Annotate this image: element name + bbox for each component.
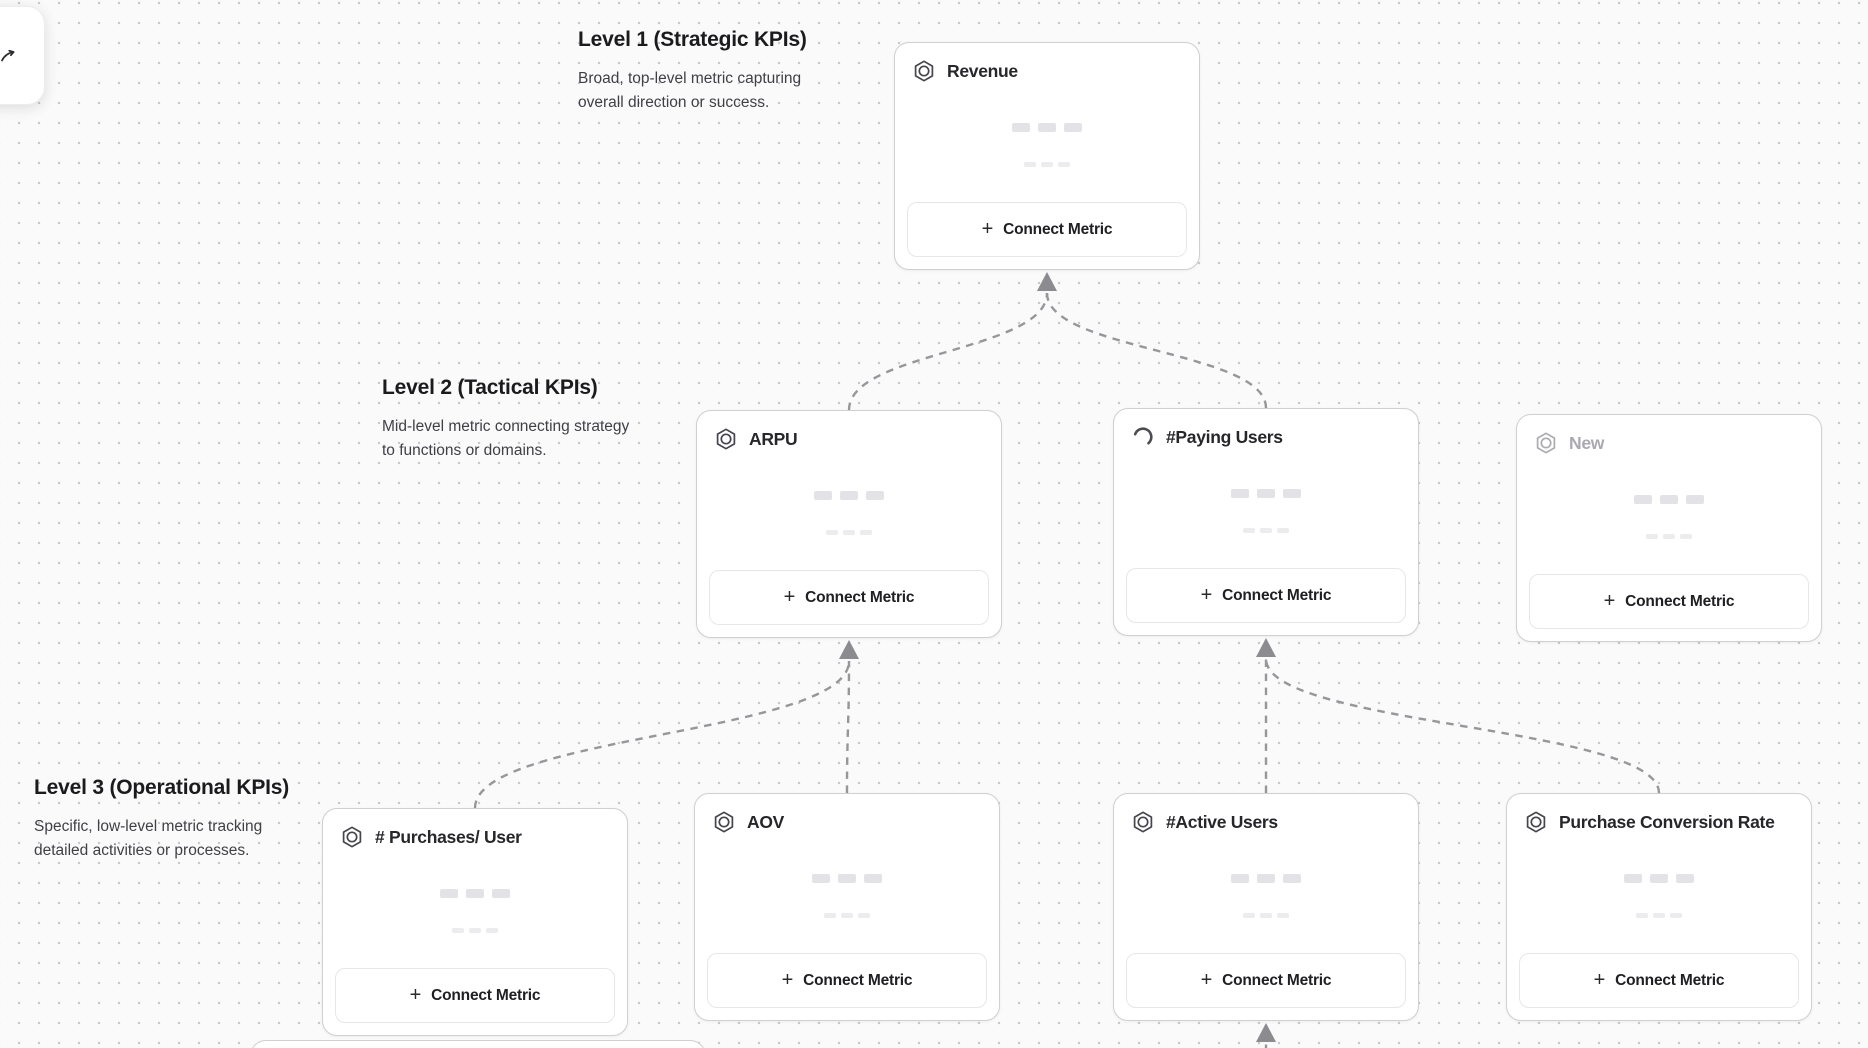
kpi-card-header: #Paying Users <box>1114 409 1418 449</box>
plus-icon: + <box>783 585 796 608</box>
kpi-card-title: New <box>1569 432 1605 453</box>
level-2-label: Level 2 (Tactical KPIs) Mid-level metric… <box>382 376 642 463</box>
kpi-card-purchases-per-user[interactable]: # Purchases/ User + Connect Metric <box>322 808 628 1036</box>
kpi-card-new[interactable]: New + Connect Metric <box>1516 414 1822 642</box>
plus-icon: + <box>1200 968 1213 991</box>
skeleton-placeholder-row <box>695 874 999 883</box>
connect-metric-label: Connect Metric <box>803 971 913 989</box>
connect-metric-label: Connect Metric <box>805 588 915 606</box>
skeleton-placeholder-row <box>1114 913 1418 918</box>
kpi-card-title: ARPU <box>749 428 798 449</box>
connect-metric-button[interactable]: + Connect Metric <box>707 953 987 1008</box>
level-3-title: Level 3 (Operational KPIs) <box>34 776 290 799</box>
skeleton-placeholder-row <box>895 123 1199 132</box>
connect-metric-button[interactable]: + Connect Metric <box>907 202 1187 257</box>
metric-hexagon-icon <box>1524 810 1548 834</box>
spinner-icon <box>1131 425 1155 449</box>
kpi-card-header: Revenue <box>895 43 1199 83</box>
skeleton-placeholder-row <box>1114 528 1418 533</box>
connect-metric-button[interactable]: + Connect Metric <box>1529 574 1809 629</box>
level-3-description: Specific, low-level metric tracking deta… <box>34 818 263 859</box>
skeleton-placeholder-row <box>1517 534 1821 539</box>
skeleton-placeholder-row <box>895 162 1199 167</box>
kpi-card-revenue[interactable]: Revenue + Connect Metric <box>894 42 1200 270</box>
level-2-description: Mid-level metric connecting strategy to … <box>382 418 630 459</box>
kpi-card-title: Revenue <box>947 60 1018 81</box>
skeleton-placeholder-row <box>323 889 627 898</box>
connect-metric-label: Connect Metric <box>1625 592 1735 610</box>
connect-metric-label: Connect Metric <box>1615 971 1725 989</box>
cursor-tool-icon <box>1 49 15 61</box>
plus-icon: + <box>781 968 794 991</box>
metric-hexagon-icon <box>340 825 364 849</box>
plus-icon: + <box>1603 589 1616 612</box>
connect-metric-label: Connect Metric <box>431 986 541 1004</box>
skeleton-placeholder-row <box>697 530 1001 535</box>
kpi-card-header: AOV <box>695 794 999 834</box>
connect-metric-button[interactable]: + Connect Metric <box>1519 953 1799 1008</box>
metric-hexagon-icon <box>712 810 736 834</box>
plus-icon: + <box>1200 583 1213 606</box>
level-1-label: Level 1 (Strategic KPIs) Broad, top-leve… <box>578 28 848 115</box>
kpi-card-title: #Paying Users <box>1166 426 1283 447</box>
skeleton-placeholder-row <box>697 491 1001 500</box>
kpi-card-header: Purchase Conversion Rate <box>1507 794 1811 834</box>
kpi-card-title: # Purchases/ User <box>375 826 522 847</box>
plus-icon: + <box>409 983 422 1006</box>
kpi-card-paying-users[interactable]: #Paying Users + Connect Metric <box>1113 408 1419 636</box>
connect-metric-button[interactable]: + Connect Metric <box>709 570 989 625</box>
metric-hexagon-icon <box>1534 431 1558 455</box>
kpi-card-partial-offscreen[interactable] <box>250 1040 706 1048</box>
kpi-card-header: ARPU <box>697 411 1001 451</box>
connect-metric-label: Connect Metric <box>1222 971 1332 989</box>
level-3-label: Level 3 (Operational KPIs) Specific, low… <box>34 776 319 863</box>
canvas-tool-button[interactable] <box>0 6 45 105</box>
skeleton-placeholder-row <box>323 928 627 933</box>
kpi-card-aov[interactable]: AOV + Connect Metric <box>694 793 1000 1021</box>
kpi-card-title: Purchase Conversion Rate <box>1559 811 1775 832</box>
plus-icon: + <box>1593 968 1606 991</box>
kpi-card-title: #Active Users <box>1166 811 1278 832</box>
skeleton-placeholder-row <box>695 913 999 918</box>
kpi-card-title: AOV <box>747 811 785 832</box>
level-1-description: Broad, top-level metric capturing overal… <box>578 70 802 111</box>
skeleton-placeholder-row <box>1507 913 1811 918</box>
connect-metric-label: Connect Metric <box>1222 586 1332 604</box>
kpi-card-header: # Purchases/ User <box>323 809 627 849</box>
skeleton-placeholder-row <box>1114 874 1418 883</box>
kpi-card-header: New <box>1517 415 1821 455</box>
skeleton-placeholder-row <box>1114 489 1418 498</box>
level-2-title: Level 2 (Tactical KPIs) <box>382 376 598 399</box>
skeleton-placeholder-row <box>1507 874 1811 883</box>
level-1-title: Level 1 (Strategic KPIs) <box>578 28 807 51</box>
kpi-card-header: #Active Users <box>1114 794 1418 834</box>
connect-metric-button[interactable]: + Connect Metric <box>1126 568 1406 623</box>
kpi-card-arpu[interactable]: ARPU + Connect Metric <box>696 410 1002 638</box>
metric-hexagon-icon <box>1131 810 1155 834</box>
connect-metric-label: Connect Metric <box>1003 220 1113 238</box>
kpi-card-purchase-conversion-rate[interactable]: Purchase Conversion Rate + Connect Metri… <box>1506 793 1812 1021</box>
kpi-card-active-users[interactable]: #Active Users + Connect Metric <box>1113 793 1419 1021</box>
metric-hexagon-icon <box>912 59 936 83</box>
metric-hexagon-icon <box>714 427 738 451</box>
connect-metric-button[interactable]: + Connect Metric <box>1126 953 1406 1008</box>
plus-icon: + <box>981 217 994 240</box>
skeleton-placeholder-row <box>1517 495 1821 504</box>
connect-metric-button[interactable]: + Connect Metric <box>335 968 615 1023</box>
